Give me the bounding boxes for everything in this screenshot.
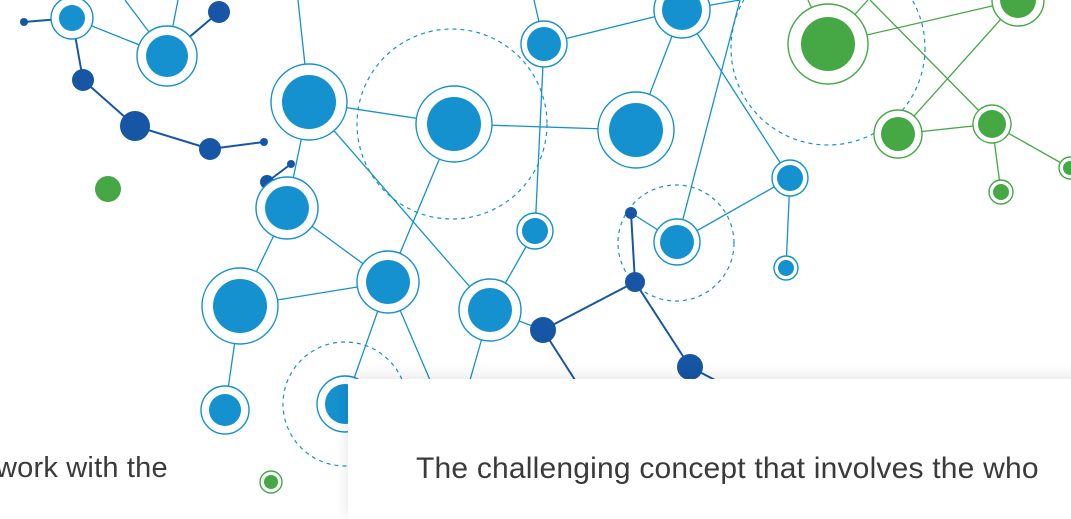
- network-node: [366, 260, 410, 304]
- network-nodes: [20, 0, 1071, 494]
- dashed-ring: [730, 0, 926, 146]
- network-edge: [681, 9, 791, 179]
- network-node: [146, 35, 188, 77]
- network-node: [777, 165, 803, 191]
- network-node: [59, 5, 85, 31]
- network-node: [72, 69, 94, 91]
- network-node: [778, 260, 794, 276]
- network-node: [522, 218, 548, 244]
- network-node: [625, 272, 645, 292]
- network-node: [801, 17, 855, 71]
- network-node: [199, 138, 221, 160]
- network-node: [625, 207, 637, 219]
- network-node: [677, 354, 703, 380]
- network-edge: [534, 43, 545, 232]
- left-body-text: work with the: [0, 452, 168, 484]
- network-edge: [634, 281, 691, 368]
- card-body-text: The challenging concept that involves th…: [416, 452, 1039, 485]
- network-node: [527, 27, 561, 61]
- network-edge: [869, 0, 993, 125]
- network-node: [95, 176, 121, 202]
- dashed-ring: [356, 28, 548, 220]
- network-node: [213, 279, 267, 333]
- network-edge: [308, 101, 491, 311]
- network-node: [530, 317, 556, 343]
- network-node: [978, 110, 1006, 138]
- network-edge: [542, 281, 636, 331]
- network-node: [260, 138, 268, 146]
- network-node: [662, 0, 702, 30]
- network-edge: [630, 212, 636, 283]
- network-node: [265, 186, 309, 230]
- network-node: [209, 394, 241, 426]
- network-edge: [897, 0, 1019, 135]
- network-node: [427, 97, 481, 151]
- content-card: The challenging concept that involves th…: [348, 379, 1071, 519]
- network-edge: [676, 0, 741, 243]
- network-node: [20, 18, 28, 26]
- network-node: [264, 475, 278, 489]
- network-node: [120, 111, 150, 141]
- network-node: [468, 288, 512, 332]
- network-node: [1063, 161, 1071, 175]
- network-node: [282, 75, 336, 129]
- network-node: [881, 117, 915, 151]
- network-node: [609, 103, 663, 157]
- network-node: [1000, 0, 1036, 18]
- network-node: [208, 1, 230, 23]
- network-node: [993, 184, 1009, 200]
- network-node: [660, 225, 694, 259]
- network-node: [287, 160, 295, 168]
- dashed-ring: [617, 184, 735, 302]
- network-illustration: [20, 0, 1071, 494]
